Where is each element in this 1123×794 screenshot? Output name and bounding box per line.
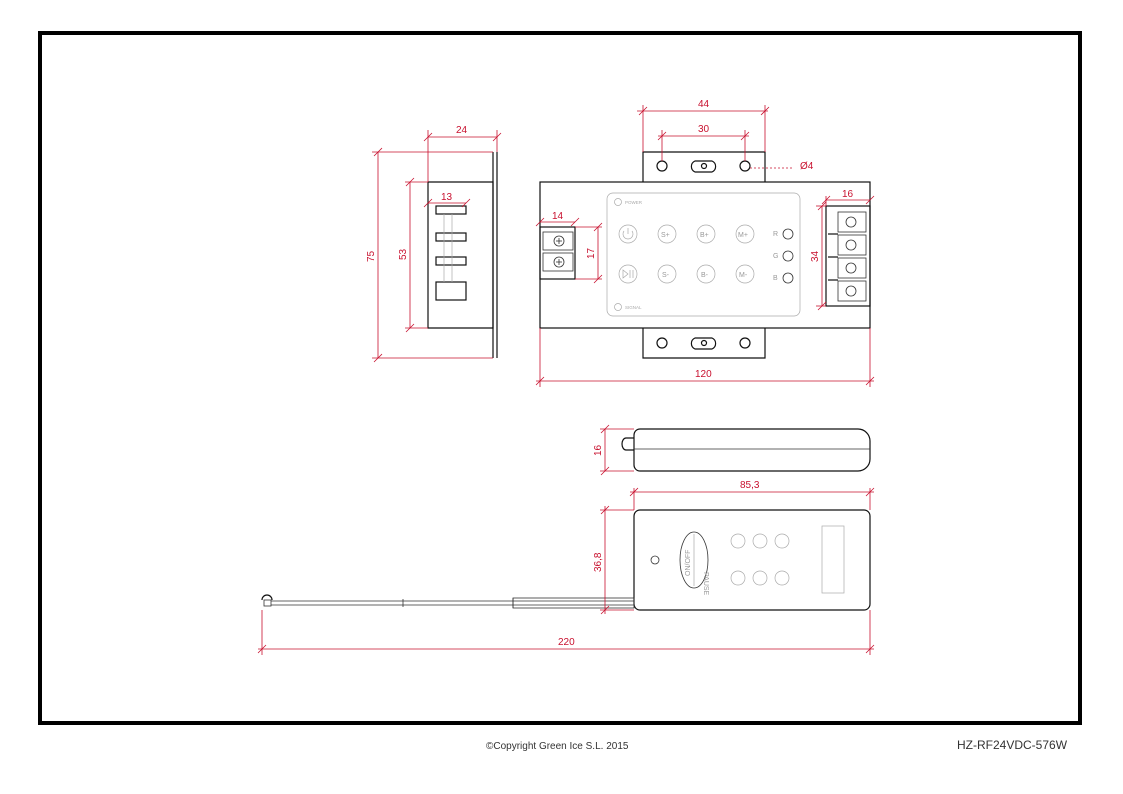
dim-remote-length: 85,3 (740, 480, 760, 491)
btn-s-plus: S+ (661, 232, 670, 239)
dim-side-inner: 13 (441, 192, 453, 203)
dim-bracket-outer: 44 (698, 99, 710, 110)
dim-antenna-total: 220 (558, 637, 575, 648)
remote-onoff-label: ON/OFF (685, 550, 692, 576)
channel-g: G (773, 253, 778, 260)
drawing-frame (38, 31, 1082, 725)
remote-top-view: ON/OFF PAUSE 85,3 36,8 (257, 480, 875, 655)
btn-s-minus: S- (662, 272, 670, 279)
remote-side-view: 16 (593, 424, 871, 476)
dim-bracket-holes: 30 (698, 124, 710, 135)
dim-remote-thickness: 16 (593, 444, 604, 456)
side-view: 24 13 75 53 (366, 125, 502, 363)
btn-b-plus: B+ (700, 232, 709, 239)
model-number: HZ-RF24VDC-576W (957, 738, 1068, 752)
play-pause-icon (622, 269, 634, 279)
btn-m-plus: M+ (738, 232, 748, 239)
dim-terminal-right-height: 34 (810, 250, 821, 262)
channel-b: B (773, 275, 778, 282)
dim-terminal-left-width: 14 (552, 211, 564, 222)
dim-terminal-right-width: 16 (842, 189, 854, 200)
dim-hole-diameter: Ø4 (800, 161, 814, 172)
dim-controller-length: 120 (695, 369, 712, 380)
dim-side-inner-height: 53 (398, 248, 409, 260)
dim-side-width: 24 (456, 125, 468, 136)
channel-r: R (773, 231, 778, 238)
power-icon (622, 228, 634, 240)
signal-label: SIGNAL (625, 305, 642, 310)
power-label: POWER (625, 200, 643, 205)
btn-m-minus: M- (739, 272, 748, 279)
btn-b-minus: B- (701, 272, 709, 279)
dim-side-height: 75 (366, 250, 377, 262)
controller-view: POWER SIGNAL S+ B+ M+ S- B- M- R G B (535, 99, 875, 387)
dim-terminal-left-height: 17 (586, 247, 597, 259)
remote-pause-label: PAUSE (702, 572, 709, 596)
dim-remote-width: 36,8 (593, 552, 604, 572)
copyright-text: ©Copyright Green Ice S.L. 2015 (486, 741, 629, 752)
